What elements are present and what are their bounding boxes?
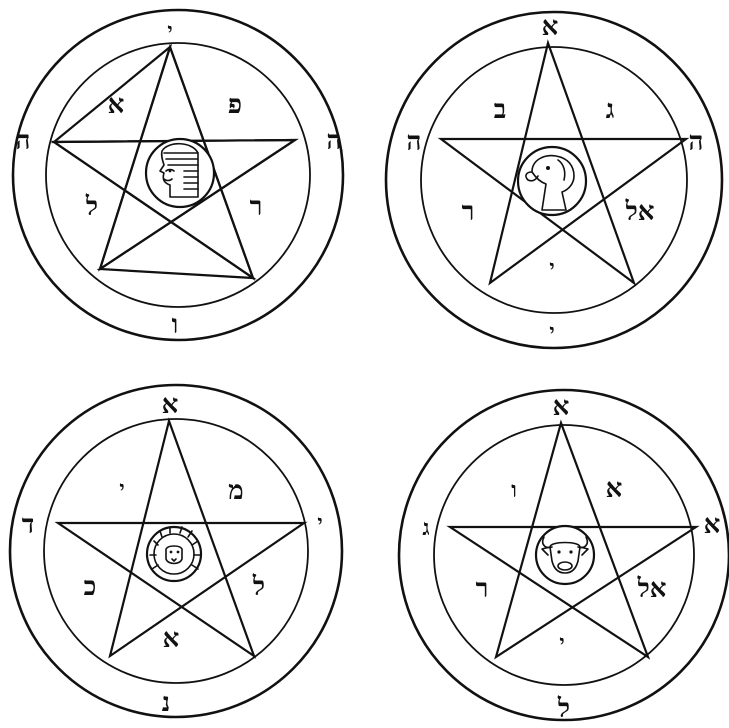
letter-left-outer: ד bbox=[22, 510, 35, 540]
pentacle-bull: א ג א ל ו א ר אל י bbox=[399, 390, 729, 724]
letter-bottom-outer: נ bbox=[162, 688, 170, 718]
letter-bottom-outer: י bbox=[549, 319, 554, 343]
letter-lower-right: אל bbox=[625, 197, 655, 227]
letter-lower-left: ר bbox=[476, 574, 489, 604]
letter-top: י bbox=[167, 18, 172, 42]
letter-lower-right: אל bbox=[637, 574, 667, 604]
letter-upper-right: א bbox=[606, 474, 623, 504]
letter-bottom-inner: י bbox=[549, 255, 554, 279]
letter-upper-left: א bbox=[108, 90, 125, 120]
letter-right-outer: ה bbox=[689, 127, 704, 157]
letter-bottom-inner: א bbox=[163, 624, 180, 654]
letter-left-outer: ה bbox=[16, 126, 31, 156]
letter-bottom-outer: ל bbox=[557, 694, 570, 724]
medallion bbox=[536, 526, 594, 584]
letter-lower-right: ל bbox=[252, 572, 265, 602]
letter-bottom-inner: י bbox=[559, 630, 564, 654]
letter-right-outer: א bbox=[704, 510, 721, 540]
letter-upper-left: י bbox=[119, 476, 124, 500]
letter-upper-right: מ bbox=[228, 476, 243, 506]
letter-upper-left: ב bbox=[494, 95, 507, 125]
pentacle-human: י ה ה ו א פ ל ר bbox=[13, 10, 343, 340]
letter-lower-left: כ bbox=[84, 572, 97, 602]
letter-top: א bbox=[542, 12, 559, 42]
letter-lower-right: ר bbox=[250, 192, 263, 222]
pentacle-lion: א ד י נ י מ כ ל א bbox=[10, 385, 342, 718]
letter-upper-right: פ bbox=[228, 90, 242, 120]
letter-upper-right: ג bbox=[606, 95, 615, 125]
letter-top: א bbox=[162, 390, 179, 420]
letter-right-outer: ה bbox=[327, 126, 342, 156]
letter-right-outer: י bbox=[317, 510, 322, 534]
pentacle-eagle: א ה ה י ב ג ר אל י bbox=[386, 12, 722, 348]
letter-lower-left: ר bbox=[462, 197, 475, 227]
letter-bottom-outer: ו bbox=[172, 310, 179, 340]
medallion bbox=[518, 147, 586, 215]
letter-upper-left: ו bbox=[511, 477, 517, 503]
medallion bbox=[147, 527, 201, 581]
letter-left-outer: ג bbox=[422, 515, 429, 541]
letter-top: א bbox=[553, 392, 570, 422]
letter-lower-left: ל bbox=[85, 192, 98, 222]
letter-left-outer: ה bbox=[407, 127, 422, 157]
